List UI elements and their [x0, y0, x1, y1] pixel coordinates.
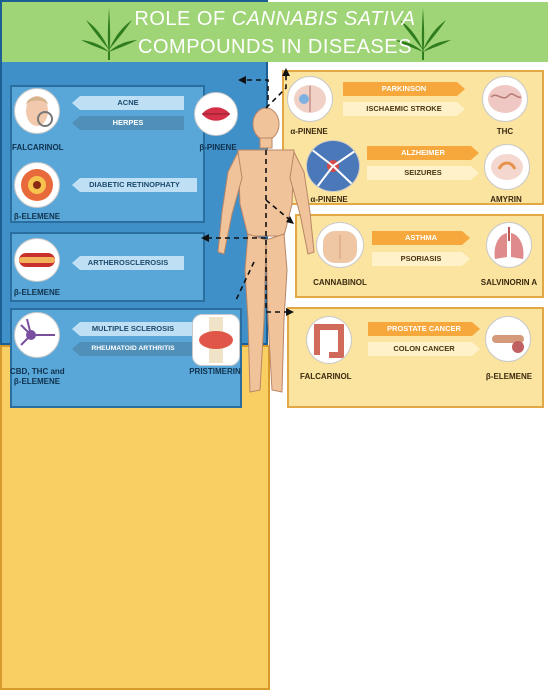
disease-parkinson: PARKINSON	[343, 82, 465, 96]
compound-pristimerin: PRISTIMERIN	[189, 367, 241, 376]
hippocampus-image	[484, 144, 530, 190]
prostate-image	[485, 316, 531, 362]
artery-image	[14, 238, 60, 282]
disease-artherosclerosis: ARTHEROSCLEROSIS	[72, 256, 184, 270]
brain-image	[482, 76, 528, 122]
title-prefix: ROLE OF	[134, 8, 232, 30]
human-body-figure	[201, 68, 315, 393]
compound-salvinorin-a: SALVINORIN A	[480, 278, 538, 287]
disease-alzheimer: ALZHEIMER	[367, 146, 479, 160]
cannabis-leaf-icon-left	[81, 8, 137, 60]
title-line-1: ROLE OF CANNABIS SATIVA	[2, 8, 548, 31]
title-species: CANNABIS SATIVA	[231, 8, 416, 30]
disease-prostate-cancer: PROSTATE CANCER	[368, 322, 480, 336]
compound-alpha-pinene-2: α-PINENE	[310, 195, 348, 204]
disease-rheumatoid-arthritis: RHEUMATOID ARTHRITIS	[72, 342, 194, 356]
disease-seizures: SEIZURES	[367, 166, 479, 180]
lips-image	[194, 92, 238, 136]
title-banner: ROLE OF CANNABIS SATIVA COMPOUNDS IN DIS…	[2, 2, 548, 62]
compound-falcarinol-right: FALCARINOL	[300, 372, 352, 381]
title-line-2: COMPOUNDS IN DISEASES	[138, 36, 412, 58]
compound-beta-elemene-eye: β-ELEMENE	[13, 212, 61, 221]
lungs-image	[486, 222, 532, 268]
disease-diabetic-retinopathy: DIABETIC RETINOPHATY	[72, 178, 197, 192]
cannabis-leaf-icon-right	[395, 8, 451, 60]
disease-asthma: ASTHMA	[372, 231, 470, 245]
compound-alpha-pinene-1: α-PINENE	[290, 127, 328, 136]
colon-image	[306, 316, 352, 364]
chest-image	[316, 222, 364, 268]
compound-amyrin: AMYRIN	[490, 195, 522, 204]
disease-psoriasis: PSORIASIS	[372, 252, 470, 266]
disease-colon-cancer: COLON CANCER	[368, 342, 480, 356]
brain-scan-image	[287, 76, 333, 122]
joint-image	[192, 314, 240, 366]
disease-ischaemic-stroke: ISCHAEMIC STROKE	[343, 102, 465, 116]
compound-cbd-thc: CBD, THC and	[10, 367, 65, 376]
disease-multiple-sclerosis: MULTIPLE SCLEROSIS	[72, 322, 194, 336]
compound-beta-elemene-prostate: β-ELEMENE	[485, 372, 533, 381]
disease-acne: ACNE	[72, 96, 184, 110]
compound-beta-pinene: β-PINENE	[199, 143, 237, 152]
compound-falcarinol-left: FALCARINOL	[12, 143, 64, 152]
disease-herpes: HERPES	[72, 116, 184, 130]
compound-beta-elemene-artery: β-ELEMENE	[13, 288, 61, 297]
neuron-image	[14, 312, 60, 358]
neuron-network-image	[306, 140, 360, 192]
compound-thc: THC	[496, 127, 514, 136]
compound-beta-elemene-neuro: β-ELEMENE	[13, 377, 61, 386]
eye-image	[14, 162, 60, 208]
face-image	[14, 88, 60, 134]
compound-cannabinol: CANNABINOL	[313, 278, 367, 287]
